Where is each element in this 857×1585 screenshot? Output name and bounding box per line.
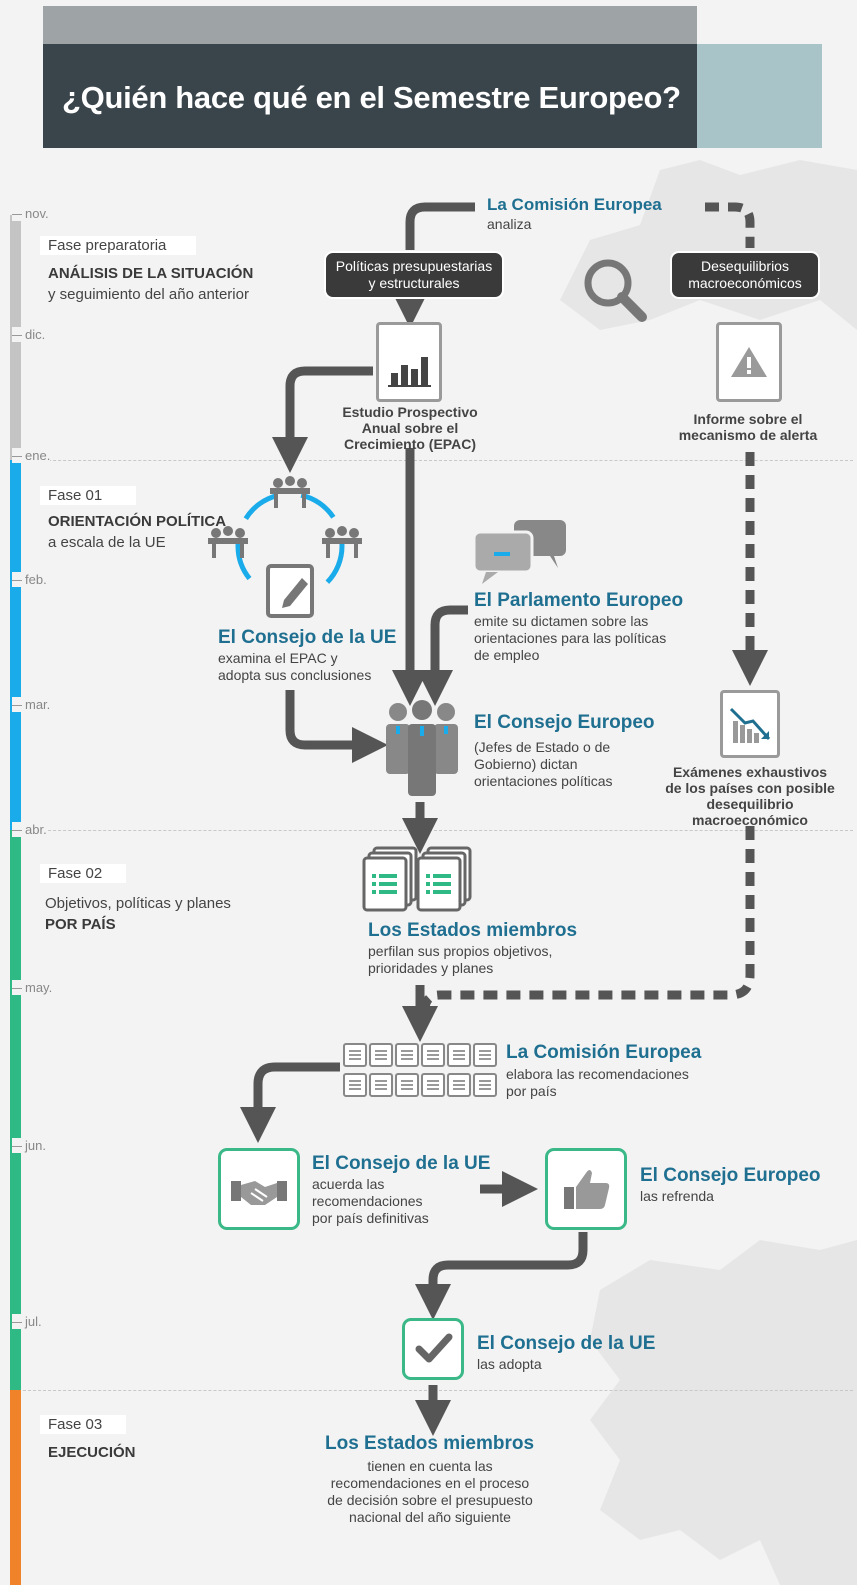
consejo-ue3-desc: las adopta xyxy=(477,1356,542,1372)
consejo-eu2-title: El Consejo Europeo xyxy=(640,1165,821,1186)
month-label: jun. xyxy=(12,1138,46,1153)
estados2-title: Los Estados miembros xyxy=(325,1433,535,1454)
month-label: dic. xyxy=(12,327,46,342)
plans-documents-icon xyxy=(362,846,472,912)
heads-of-state-icon xyxy=(386,700,458,796)
chat-bubbles-icon xyxy=(472,520,566,584)
comision-title: La Comisión Europea xyxy=(487,195,662,214)
handshake-icon xyxy=(218,1148,300,1230)
page-title: ¿Quién hace qué en el Semestre Europeo? xyxy=(62,80,681,115)
estados-title: Los Estados miembros xyxy=(368,920,578,941)
separator-line xyxy=(23,1390,853,1391)
declining-chart-icon xyxy=(720,690,780,758)
comision2-title: La Comisión Europea xyxy=(506,1042,702,1063)
phase-label-fase01: Fase 01 xyxy=(40,486,136,505)
consejo-europeo-title: El Consejo Europeo xyxy=(474,712,655,733)
month-label: jul. xyxy=(12,1314,42,1329)
consejo-ue3-title: El Consejo de la UE xyxy=(477,1333,656,1354)
comision-sub: analiza xyxy=(487,216,532,232)
timeline-fase01 xyxy=(10,460,21,830)
consejo-eu2-desc: las refrenda xyxy=(640,1188,714,1204)
warning-document-icon xyxy=(716,322,782,402)
month-label: ene. xyxy=(12,448,51,463)
meeting-cycle-icon xyxy=(208,476,362,618)
thumbs-up-icon xyxy=(545,1148,627,1230)
month-label: abr. xyxy=(12,822,47,837)
month-label: mar. xyxy=(12,697,51,712)
phase-label-fase03: Fase 03 xyxy=(40,1415,126,1434)
header-banner xyxy=(43,44,697,148)
estados-desc: perfilan sus propios objetivos,prioridad… xyxy=(368,943,553,976)
separator-line xyxy=(23,460,853,461)
phase-label-fase02: Fase 02 xyxy=(40,864,126,883)
checkmark-icon xyxy=(402,1318,464,1380)
month-label: may. xyxy=(12,980,53,995)
timeline-fase02 xyxy=(10,830,21,1390)
chart-document-icon xyxy=(376,322,442,402)
month-label: nov. xyxy=(12,206,49,221)
phase-label-prep: Fase preparatoria xyxy=(40,236,196,255)
timeline-fase03 xyxy=(10,1390,21,1585)
consejo-ue2-title: El Consejo de la UE xyxy=(312,1153,491,1174)
recommendations-grid-icon xyxy=(343,1043,497,1097)
month-label: feb. xyxy=(12,572,47,587)
magnifier-icon xyxy=(584,259,647,322)
header-accent-block xyxy=(697,44,822,148)
header-top-band xyxy=(43,6,697,44)
parlamento-title: El Parlamento Europeo xyxy=(474,590,684,611)
separator-line xyxy=(23,830,853,831)
consejo-ue-title: El Consejo de la UE xyxy=(218,627,397,648)
phase-desc-fase03: EJECUCIÓN xyxy=(48,1444,136,1461)
